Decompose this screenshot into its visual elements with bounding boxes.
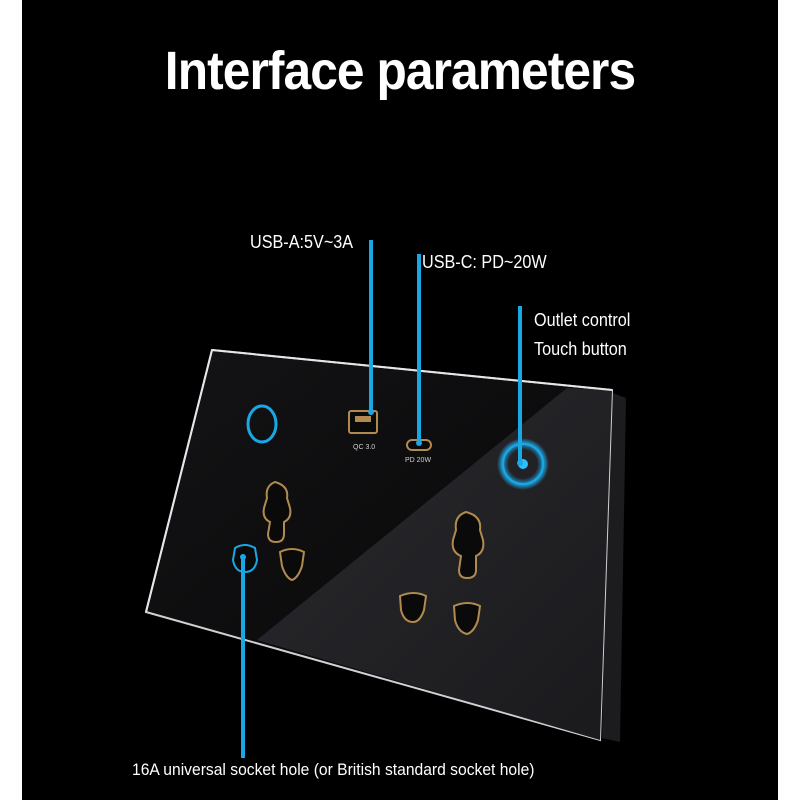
label-outlet-line2: Touch button (534, 339, 627, 359)
label-outlet-line1: Outlet control (534, 310, 631, 330)
socket-left (231, 480, 306, 582)
product-photo: QC 3.0 PD 20W Interface parameters USB-A… (22, 0, 778, 800)
usb-a-mark: QC 3.0 (353, 444, 375, 451)
socket-right (398, 510, 485, 636)
socket-hole-bl-icon (398, 592, 428, 624)
label-usb-a: USB-A:5V~3A (250, 232, 354, 252)
usb-c-mark: PD 20W (405, 457, 431, 464)
label-outlet-control: Outlet control Touch button (534, 306, 630, 364)
socket-hole-right-icon (278, 548, 306, 582)
socket-hole-br-icon (452, 602, 482, 636)
socket-pin-top-right-icon (451, 510, 485, 580)
wall-socket-panel: QC 3.0 PD 20W (144, 240, 626, 758)
touch-button-right-icon[interactable] (502, 443, 544, 485)
page-title: Interface parameters (164, 41, 636, 101)
label-usb-c: USB-C: PD~20W (422, 252, 547, 272)
label-socket-hole: 16A universal socket hole (or British st… (132, 760, 535, 779)
socket-pin-top-left-icon (262, 480, 292, 544)
touch-ring-left-icon[interactable] (246, 404, 278, 444)
